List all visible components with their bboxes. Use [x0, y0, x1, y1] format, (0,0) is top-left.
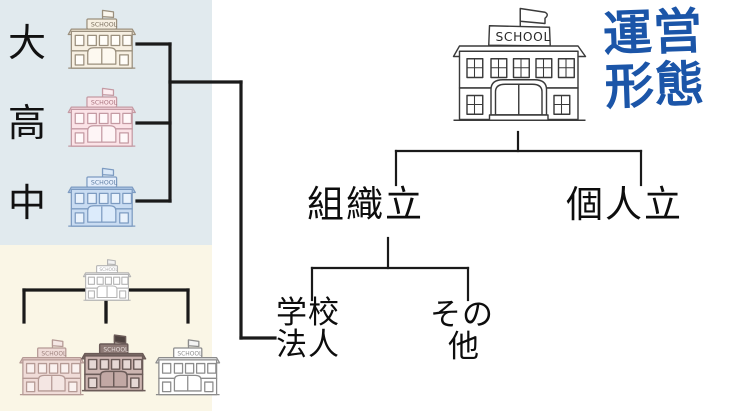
stage-label-university: 大: [8, 21, 47, 65]
school-building-white: SCHOOL: [150, 337, 224, 399]
school-building-middleschool: SCHOOL: [62, 166, 140, 230]
school-building-main: SCHOOL: [443, 2, 593, 132]
school-sign-label: SCHOOL: [91, 180, 118, 187]
school-sign-label: SCHOOL: [496, 30, 551, 44]
school-building-brown: SCHOOL: [76, 330, 150, 398]
node-kojinritsu: 個人立: [566, 183, 683, 226]
school-sign-label: SCHOOL: [41, 351, 67, 357]
school-sign-label: SCHOOL: [99, 267, 118, 273]
school-sign-label: SCHOOL: [91, 22, 118, 29]
page-title-line2: 形態: [603, 55, 706, 117]
stage-label-highschool: 高: [8, 101, 47, 145]
node-gakkouhoujin-line1: 学校: [276, 295, 340, 331]
school-sign-label: SCHOOL: [103, 347, 129, 353]
node-gakkouhoujin-line2: 法人: [276, 326, 340, 363]
school-building-pink: SCHOOL: [14, 337, 88, 399]
node-soshikiritsu: 組織立: [307, 183, 424, 226]
node-sonota-line1: その: [430, 297, 494, 333]
node-gakkouhoujin: 学校 法人: [276, 295, 340, 363]
node-sonota: その 他: [430, 297, 494, 365]
school-sign-label: SCHOOL: [91, 100, 118, 107]
school-building-highschool: SCHOOL: [62, 86, 140, 150]
page-title: 運営 形態: [602, 2, 730, 118]
school-sign-label: SCHOOL: [177, 351, 203, 357]
stage-label-middleschool: 中: [8, 181, 47, 225]
school-building-generic: SCHOOL: [79, 258, 134, 303]
school-building-university: SCHOOL: [62, 8, 140, 72]
page-title-line1: 運営: [602, 2, 704, 64]
node-sonota-line2: 他: [448, 328, 480, 365]
